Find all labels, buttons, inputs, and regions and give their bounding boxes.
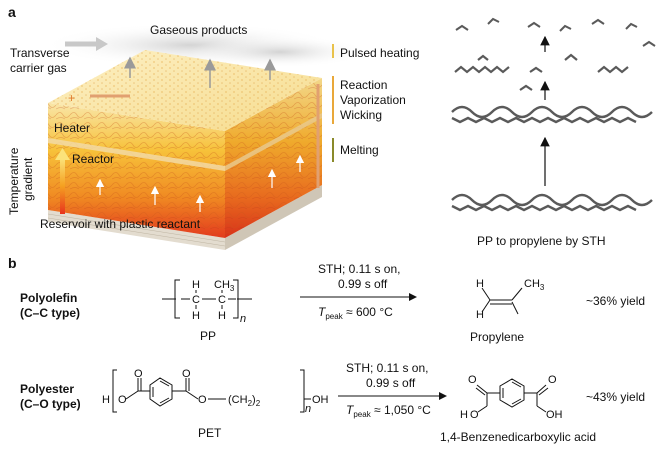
- plus-sign: +: [68, 91, 75, 105]
- pp-structure: C C H H CH3 H n: [162, 279, 252, 325]
- row1-condition-2: 0.99 s off: [338, 277, 388, 291]
- pp-h-bot-1: H: [192, 310, 200, 322]
- polyester-type: (C–O type): [20, 397, 81, 411]
- heater-label: Heater: [54, 121, 90, 135]
- pp-name: PP: [200, 329, 216, 343]
- stage-pulsed-heating: Pulsed heating: [340, 46, 419, 60]
- reactor-arrow-icon: [55, 148, 70, 214]
- polyolefin-label: Polyolefin: [20, 291, 77, 305]
- carrier-gas-label-1: Transverse: [10, 46, 70, 60]
- polymer-chain-bottom: [451, 193, 653, 212]
- row1-temperature: Tpeak ≈ 600 °C: [318, 305, 393, 321]
- pet-carbonyl-o-2: O: [182, 368, 191, 380]
- pet-n-subscript: n: [305, 403, 311, 415]
- melt-flow-arrows: [95, 154, 305, 212]
- row2-condition-2: 0.99 s off: [366, 376, 416, 390]
- terephthalic-acid-structure: O H O O OH: [460, 374, 563, 421]
- pet-oh-end: OH: [312, 394, 329, 406]
- stage-melting: Melting: [340, 143, 379, 157]
- pp-h-top-1: H: [192, 279, 200, 291]
- polyester-label: Polyester: [20, 382, 74, 396]
- carrier-gas-arrow: [65, 37, 108, 51]
- pp-n-subscript: n: [240, 313, 246, 325]
- sth-caption: PP to propylene by STH: [477, 234, 606, 248]
- gas-arrows: [124, 56, 276, 88]
- stage-reaction: Reaction: [340, 78, 387, 92]
- propylene-structure: H H CH3: [476, 278, 545, 321]
- row2-yield: ~43% yield: [586, 390, 645, 404]
- heater-strip: [48, 138, 225, 171]
- row2-condition-1: STH; 0.11 s on,: [346, 361, 428, 375]
- oligomer-chains: [454, 53, 629, 91]
- panel-b-letter: b: [8, 255, 17, 271]
- pet-ch2: (CH2)2: [228, 394, 261, 408]
- pet-o-1: O: [118, 394, 127, 406]
- pet-structure: H O O O O (CH2)2 n OH: [102, 368, 329, 415]
- polymer-chain-middle: [451, 105, 653, 124]
- reactor-label: Reactor: [72, 152, 114, 166]
- propylene-name: Propylene: [470, 330, 524, 344]
- tpa-oh-right: OH: [546, 409, 563, 421]
- tpa-o-right: O: [548, 374, 557, 386]
- propylene-molecules-top: [455, 17, 656, 47]
- gradient-label-2: gradient: [21, 157, 35, 201]
- row2-temperature: Tpeak ≈ 1,050 °C: [346, 403, 431, 419]
- pet-h-end: H: [102, 394, 110, 406]
- pp-carbon-2: C: [218, 294, 226, 306]
- carrier-gas-label-2: carrier gas: [10, 61, 67, 75]
- panel-a-letter: a: [8, 4, 16, 20]
- pp-carbon-1: C: [192, 294, 200, 306]
- tpa-o-left: O: [468, 374, 477, 386]
- reservoir-layer: [47, 185, 322, 250]
- pp-ch3: CH3: [214, 279, 235, 293]
- reactor-block: [48, 50, 322, 238]
- stage-vaporization: Vaporization: [340, 93, 406, 107]
- gradient-label-1: Temperature: [7, 147, 21, 215]
- tpa-ho-left: O: [470, 409, 479, 421]
- polyolefin-type: (C–C type): [20, 306, 80, 320]
- propylene-ch3: CH3: [524, 278, 545, 292]
- tpa-h-left: H: [460, 409, 468, 421]
- row1-yield: ~36% yield: [586, 294, 645, 308]
- gas-plume: [40, 23, 370, 68]
- reservoir-label: Reservoir with plastic reactant: [40, 217, 201, 231]
- pp-h-bot-2: H: [218, 310, 226, 322]
- stage-wicking: Wicking: [340, 108, 382, 122]
- row1-condition-1: STH; 0.11 s on,: [318, 262, 400, 276]
- temperature-gradient-label: Temperature gradient: [7, 147, 35, 215]
- pet-carbonyl-o-1: O: [134, 368, 143, 380]
- gaseous-products-label: Gaseous products: [150, 23, 247, 37]
- pet-name: PET: [198, 426, 222, 440]
- pet-o-2: O: [198, 394, 207, 406]
- tpa-name: 1,4-Benzenedicarboxylic acid: [440, 430, 596, 444]
- propylene-h-1: H: [476, 278, 484, 290]
- propylene-h-2: H: [476, 309, 484, 321]
